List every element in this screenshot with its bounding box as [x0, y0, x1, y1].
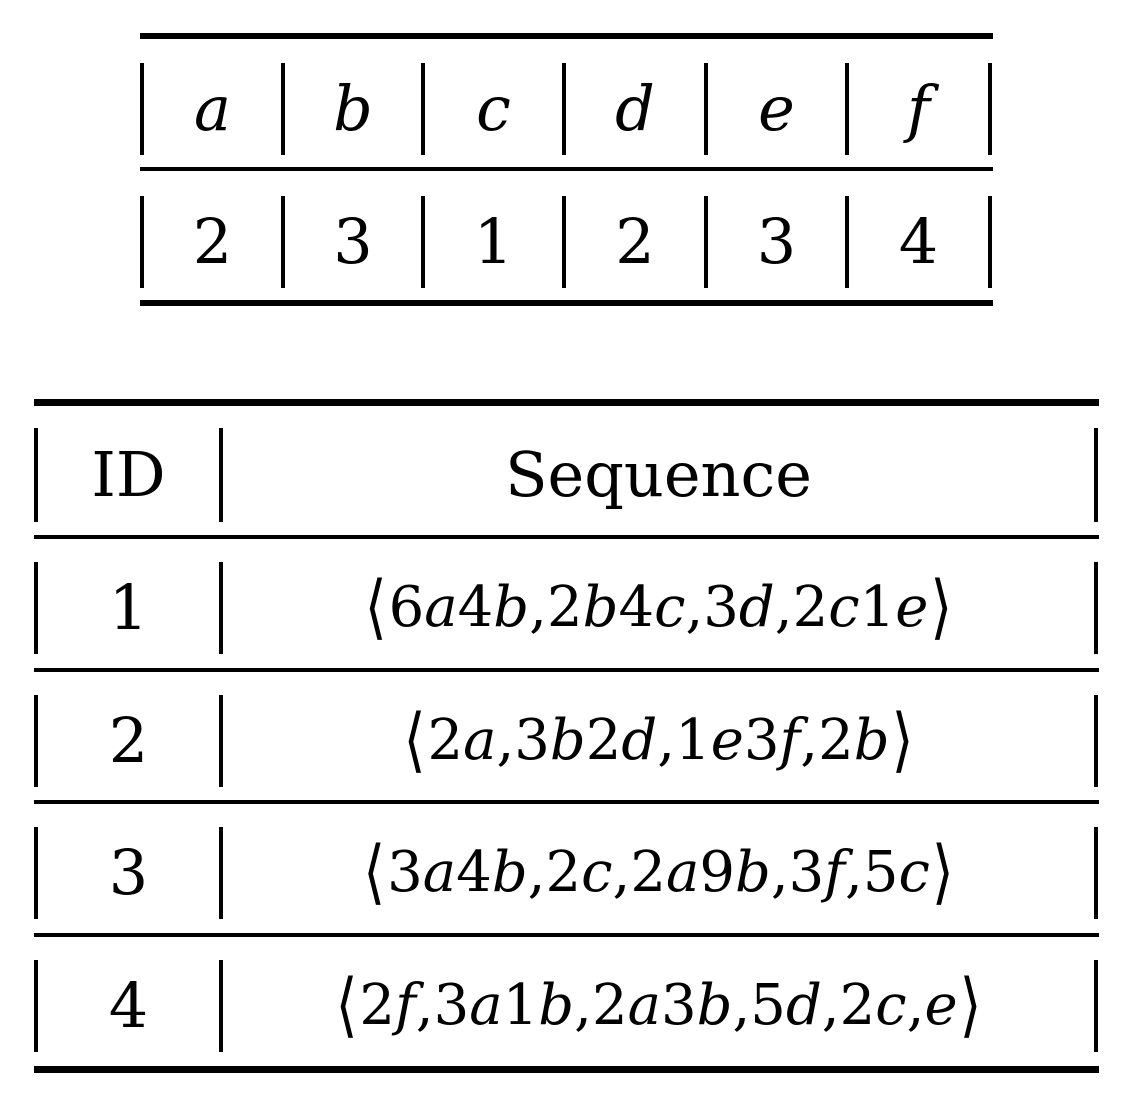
weight-value-cell: 2	[615, 204, 655, 278]
sequence-table-bottom-rule	[34, 1066, 1099, 1073]
sequence-table-vbar	[219, 827, 223, 919]
row-id-cell: 4	[108, 968, 149, 1042]
sequence-table-row-rule	[34, 933, 1099, 937]
weight-table-vbar	[562, 63, 566, 155]
weight-table-bottom-rule	[140, 300, 993, 306]
sequence-table-vbar	[34, 960, 38, 1052]
sequence-table-row-rule	[34, 535, 1099, 539]
sequence-table-vbar	[1094, 960, 1098, 1052]
sequence-table-top-rule	[34, 399, 1099, 406]
weight-table-vbar	[988, 63, 992, 155]
weight-table-vbar	[988, 196, 992, 288]
weight-header-cell: c	[476, 71, 511, 145]
sequence-table-vbar	[219, 695, 223, 787]
sequence-table-vbar	[34, 562, 38, 654]
sequence-table-vbar	[1094, 428, 1098, 522]
weight-table-vbar	[704, 63, 708, 155]
sequence-table-vbar	[34, 428, 38, 522]
sequence-table-vbar	[1094, 827, 1098, 919]
weight-value-cell: 3	[333, 204, 373, 278]
weight-table-vbar	[845, 196, 849, 288]
weight-table-vbar	[281, 63, 285, 155]
row-id-cell: 2	[108, 703, 149, 777]
sequence-table-row-rule	[34, 800, 1099, 804]
row-id-cell: 3	[108, 835, 149, 909]
weight-table-mid-rule	[140, 167, 993, 171]
sequence-table-vbar	[219, 562, 223, 654]
weight-value-cell: 2	[192, 204, 233, 278]
weight-table-vbar	[140, 196, 144, 288]
sequence-table-vbar	[34, 695, 38, 787]
weight-table-vbar	[562, 196, 566, 288]
weight-header-cell: e	[758, 71, 795, 145]
weight-table-vbar	[281, 196, 285, 288]
sequence-table-vbar	[1094, 695, 1098, 787]
weight-header-cell: f	[907, 71, 930, 145]
weight-header-cell: a	[194, 71, 231, 145]
weight-value-cell: 4	[898, 204, 939, 278]
weight-value-cell: 3	[756, 204, 797, 278]
sequence-table-vbar	[1094, 562, 1098, 654]
id-column-header: ID	[91, 437, 166, 511]
weight-table-vbar	[704, 196, 708, 288]
weight-table-vbar	[421, 196, 425, 288]
weight-header-cell: d	[615, 71, 655, 145]
row-id-cell: 1	[108, 570, 149, 644]
weight-header-cell: b	[333, 71, 373, 145]
sequence-table-vbar	[219, 428, 223, 522]
weight-table-top-rule	[140, 33, 993, 39]
weight-table-vbar	[140, 63, 144, 155]
sequence-table-vbar	[219, 960, 223, 1052]
weight-value-cell: 1	[473, 204, 514, 278]
weight-table-vbar	[421, 63, 425, 155]
sequence-column-header: Sequence	[505, 437, 812, 511]
sequence-table-row-rule	[34, 668, 1099, 672]
sequence-table-vbar	[34, 827, 38, 919]
weight-table-vbar	[845, 63, 849, 155]
